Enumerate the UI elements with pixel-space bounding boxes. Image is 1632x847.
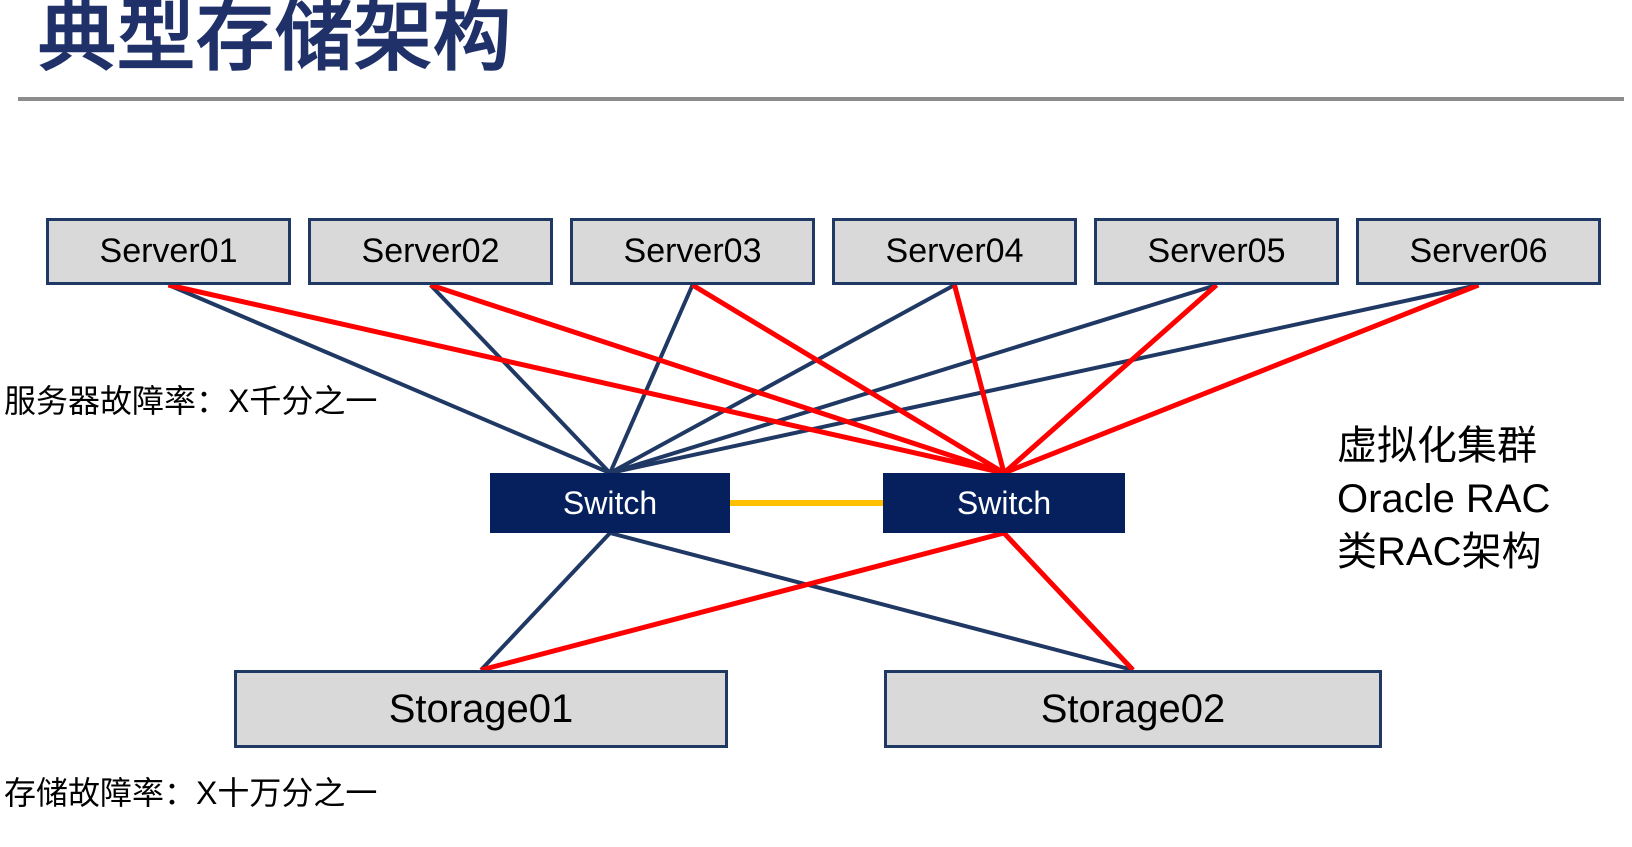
server06-box: Server06 (1356, 218, 1601, 285)
server02-label: Server02 (361, 232, 500, 270)
switch-right-box: Switch (883, 473, 1125, 533)
cluster-note: 虚拟化集群 Oracle RAC 类RAC架构 (1337, 420, 1550, 579)
edge-switch-left-to-storage02 (609, 531, 1134, 672)
server02-box: Server02 (308, 218, 553, 285)
storage02-label: Storage02 (1040, 686, 1226, 731)
server06-label: Server06 (1409, 232, 1548, 270)
edge-server02-to-switch-right (429, 282, 1005, 476)
storage02-box: Storage02 (884, 670, 1382, 748)
cluster-note-line-2: Oracle RAC (1337, 477, 1551, 521)
page-title: 典型存储架构 (38, 0, 513, 80)
edge-server03-to-switch-left (608, 284, 695, 474)
server05-label: Server05 (1147, 232, 1286, 270)
storage01-label: Storage01 (388, 686, 574, 731)
cluster-note-line-1: 虚拟化集群 (1337, 424, 1537, 468)
edge-server01-to-switch-left (167, 283, 611, 475)
switch-right-label: Switch (956, 484, 1052, 521)
server01-label: Server01 (99, 232, 238, 270)
edge-switch-left-to-storage01 (479, 531, 612, 672)
edge-server04-to-switch-right (952, 284, 1007, 474)
edge-server04-to-switch-left (609, 283, 956, 475)
server-failure-rate-label: 服务器故障率：X千分之一 (4, 383, 378, 419)
edge-server05-to-switch-right (1002, 283, 1219, 475)
title-separator (18, 97, 1624, 101)
server03-box: Server03 (570, 218, 815, 285)
edge-server05-to-switch-left (609, 283, 1218, 475)
edge-switch-right-to-storage02 (1002, 531, 1135, 672)
switch-left-box: Switch (490, 473, 730, 533)
server04-label: Server04 (885, 232, 1024, 270)
cluster-note-line-3: 类RAC架构 (1337, 530, 1542, 574)
server01-box: Server01 (46, 218, 291, 285)
edge-server06-to-switch-right (1003, 282, 1480, 476)
edge-server03-to-switch-right (691, 282, 1006, 476)
edge-server02-to-switch-left (429, 283, 612, 475)
server03-label: Server03 (623, 232, 762, 270)
switch-left-label: Switch (562, 484, 658, 521)
edge-switch-right-to-storage01 (480, 530, 1005, 673)
server05-box: Server05 (1094, 218, 1339, 285)
storage01-box: Storage01 (234, 670, 728, 748)
edge-server01-to-switch-right (167, 282, 1005, 476)
storage-failure-rate-label: 存储故障率：X十万分之一 (4, 775, 378, 811)
server04-box: Server04 (832, 218, 1077, 285)
edge-server06-to-switch-left (609, 283, 1479, 475)
